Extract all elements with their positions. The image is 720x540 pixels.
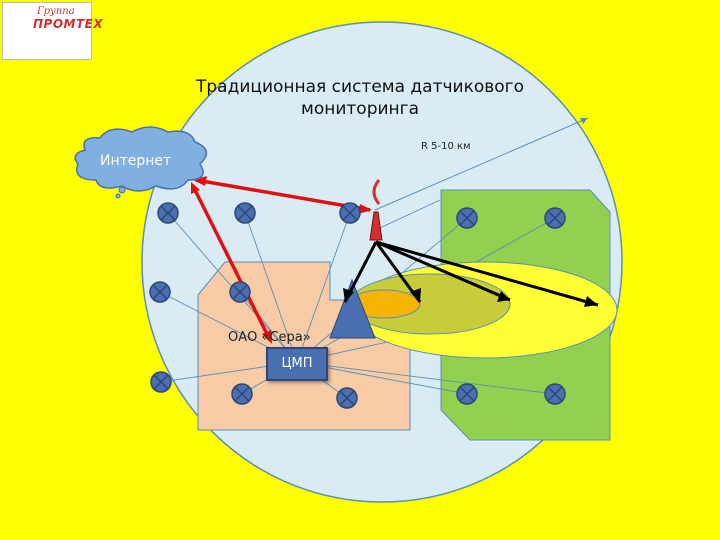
logo-brand-text: ПРОМТЕХ — [33, 17, 104, 31]
sensor-icon — [456, 207, 478, 229]
sensor-icon — [149, 281, 171, 303]
sensor-icon — [229, 281, 251, 303]
radius-line — [374, 117, 589, 211]
sensor-icon — [157, 202, 179, 224]
sensor-icon — [150, 371, 172, 393]
sensor-icon — [456, 383, 478, 405]
diagram-title: Традиционная система датчикового монитор… — [150, 76, 570, 120]
radius-arrowhead — [580, 118, 588, 124]
sensor-icon — [544, 207, 566, 229]
emission-source — [329, 278, 376, 339]
sensors — [149, 202, 566, 409]
company-logo: Группа ПРОМТЕХ — [2, 2, 103, 60]
sensor-icon — [544, 383, 566, 405]
radius-label: R 5-10 км — [421, 141, 471, 152]
internet-link-arrowheads — [191, 176, 372, 344]
title-line-2: мониторинга — [301, 99, 419, 119]
cloud-tail-bubble — [118, 186, 126, 194]
sensor-tower — [369, 211, 383, 241]
title-line-1: Традиционная система датчикового — [195, 77, 525, 97]
plant-label: ОАО «Сера» — [228, 330, 311, 345]
logo-script-text: Группа — [37, 6, 75, 17]
internet-label: Интернет — [100, 153, 172, 169]
sensor-icon — [339, 202, 361, 224]
measurement-arrowheads — [343, 288, 598, 307]
internet-links — [191, 178, 371, 341]
signal-waves-icon — [372, 179, 381, 205]
internet-cloud — [74, 126, 208, 192]
sensor-icon — [336, 387, 358, 409]
cloud-tail-bubble — [115, 193, 121, 199]
sensor-icon — [234, 202, 256, 224]
sensor-icon — [231, 383, 253, 405]
control-center-box: ЦМП — [266, 347, 328, 381]
